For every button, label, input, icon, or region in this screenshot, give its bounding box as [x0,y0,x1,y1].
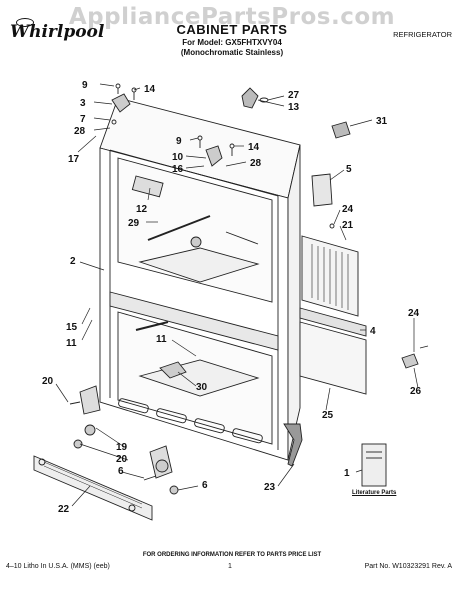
callout-12: 12 [136,204,148,215]
callout-20a: 20 [42,376,54,387]
callout-15: 15 [66,322,78,333]
ordering-instructions: FOR ORDERING INFORMATION REFER TO PARTS … [142,552,322,558]
callout-3: 3 [80,98,86,109]
page-number: 1 [228,563,232,570]
page-title: CABINET PARTS [176,22,288,37]
callout-14b: 14 [248,142,260,153]
callout-17: 17 [68,154,80,165]
callout-24b: 24 [408,308,420,319]
callout-16: 16 [172,164,184,175]
litho-info: 4–10 Litho In U.S.A. (MMS) (eeb) [6,563,110,570]
brand-logo: Whirlpool [10,22,105,42]
category-label: REFRIGERATOR [393,30,452,39]
callout-13: 13 [288,102,300,113]
callout-28a: 28 [74,126,86,137]
callout-9b: 9 [176,136,182,147]
callout-31: 31 [376,116,388,127]
callout-4: 4 [370,326,376,337]
brand-logo-ring-icon [16,18,34,27]
callout-25: 25 [322,410,334,421]
callout-9a: 9 [82,80,88,91]
callout-1: 1 [344,468,350,479]
leveling-roller-right [143,445,179,495]
callout-22: 22 [58,504,70,515]
cabinet-body [99,97,301,461]
bracket-26 [401,345,429,369]
upper-hinge-left [111,83,137,125]
callout-5: 5 [346,164,352,175]
callout-14a: 14 [144,84,156,95]
model-line: For Model: GX5FHTXVY04 [182,38,282,47]
callout-7: 7 [80,114,86,125]
leader-lines [55,83,419,507]
callout-6a: 6 [118,466,124,477]
literature-parts-1 [361,443,387,487]
callout-21: 21 [342,220,354,231]
watermark-text: AppliancePartsPros.com [68,4,396,30]
callout-11b: 11 [156,334,167,345]
literature-parts-label: Literature Parts [352,490,397,496]
callout-26: 26 [410,386,422,397]
callout-10: 10 [172,152,184,163]
callout-27: 27 [288,90,300,101]
callout-2: 2 [70,256,76,267]
callout-11a: 11 [66,338,77,349]
panel-4 [299,307,367,337]
part-number: Part No. W10323291 Rev. A [364,563,452,570]
handle-23 [283,423,303,467]
rear-panel-grille [301,223,359,317]
hinge-cap-top [241,87,269,109]
model-variant: (Monochromatic Stainless) [180,48,284,57]
callout-24a: 24 [342,204,354,215]
callout-20b: 20 [116,454,128,465]
base-grille-22 [33,455,153,521]
callout-29: 29 [128,218,140,229]
upper-hinge-center [197,135,235,167]
clip-31 [331,121,351,139]
callout-28b: 28 [250,158,262,169]
leveling-roller-left [69,385,101,449]
callout-6b: 6 [202,480,208,491]
callout-30: 30 [196,382,208,393]
callout-19: 19 [116,442,128,453]
callout-23: 23 [264,482,276,493]
cover-5 [311,173,333,207]
panel-25 [299,321,367,395]
